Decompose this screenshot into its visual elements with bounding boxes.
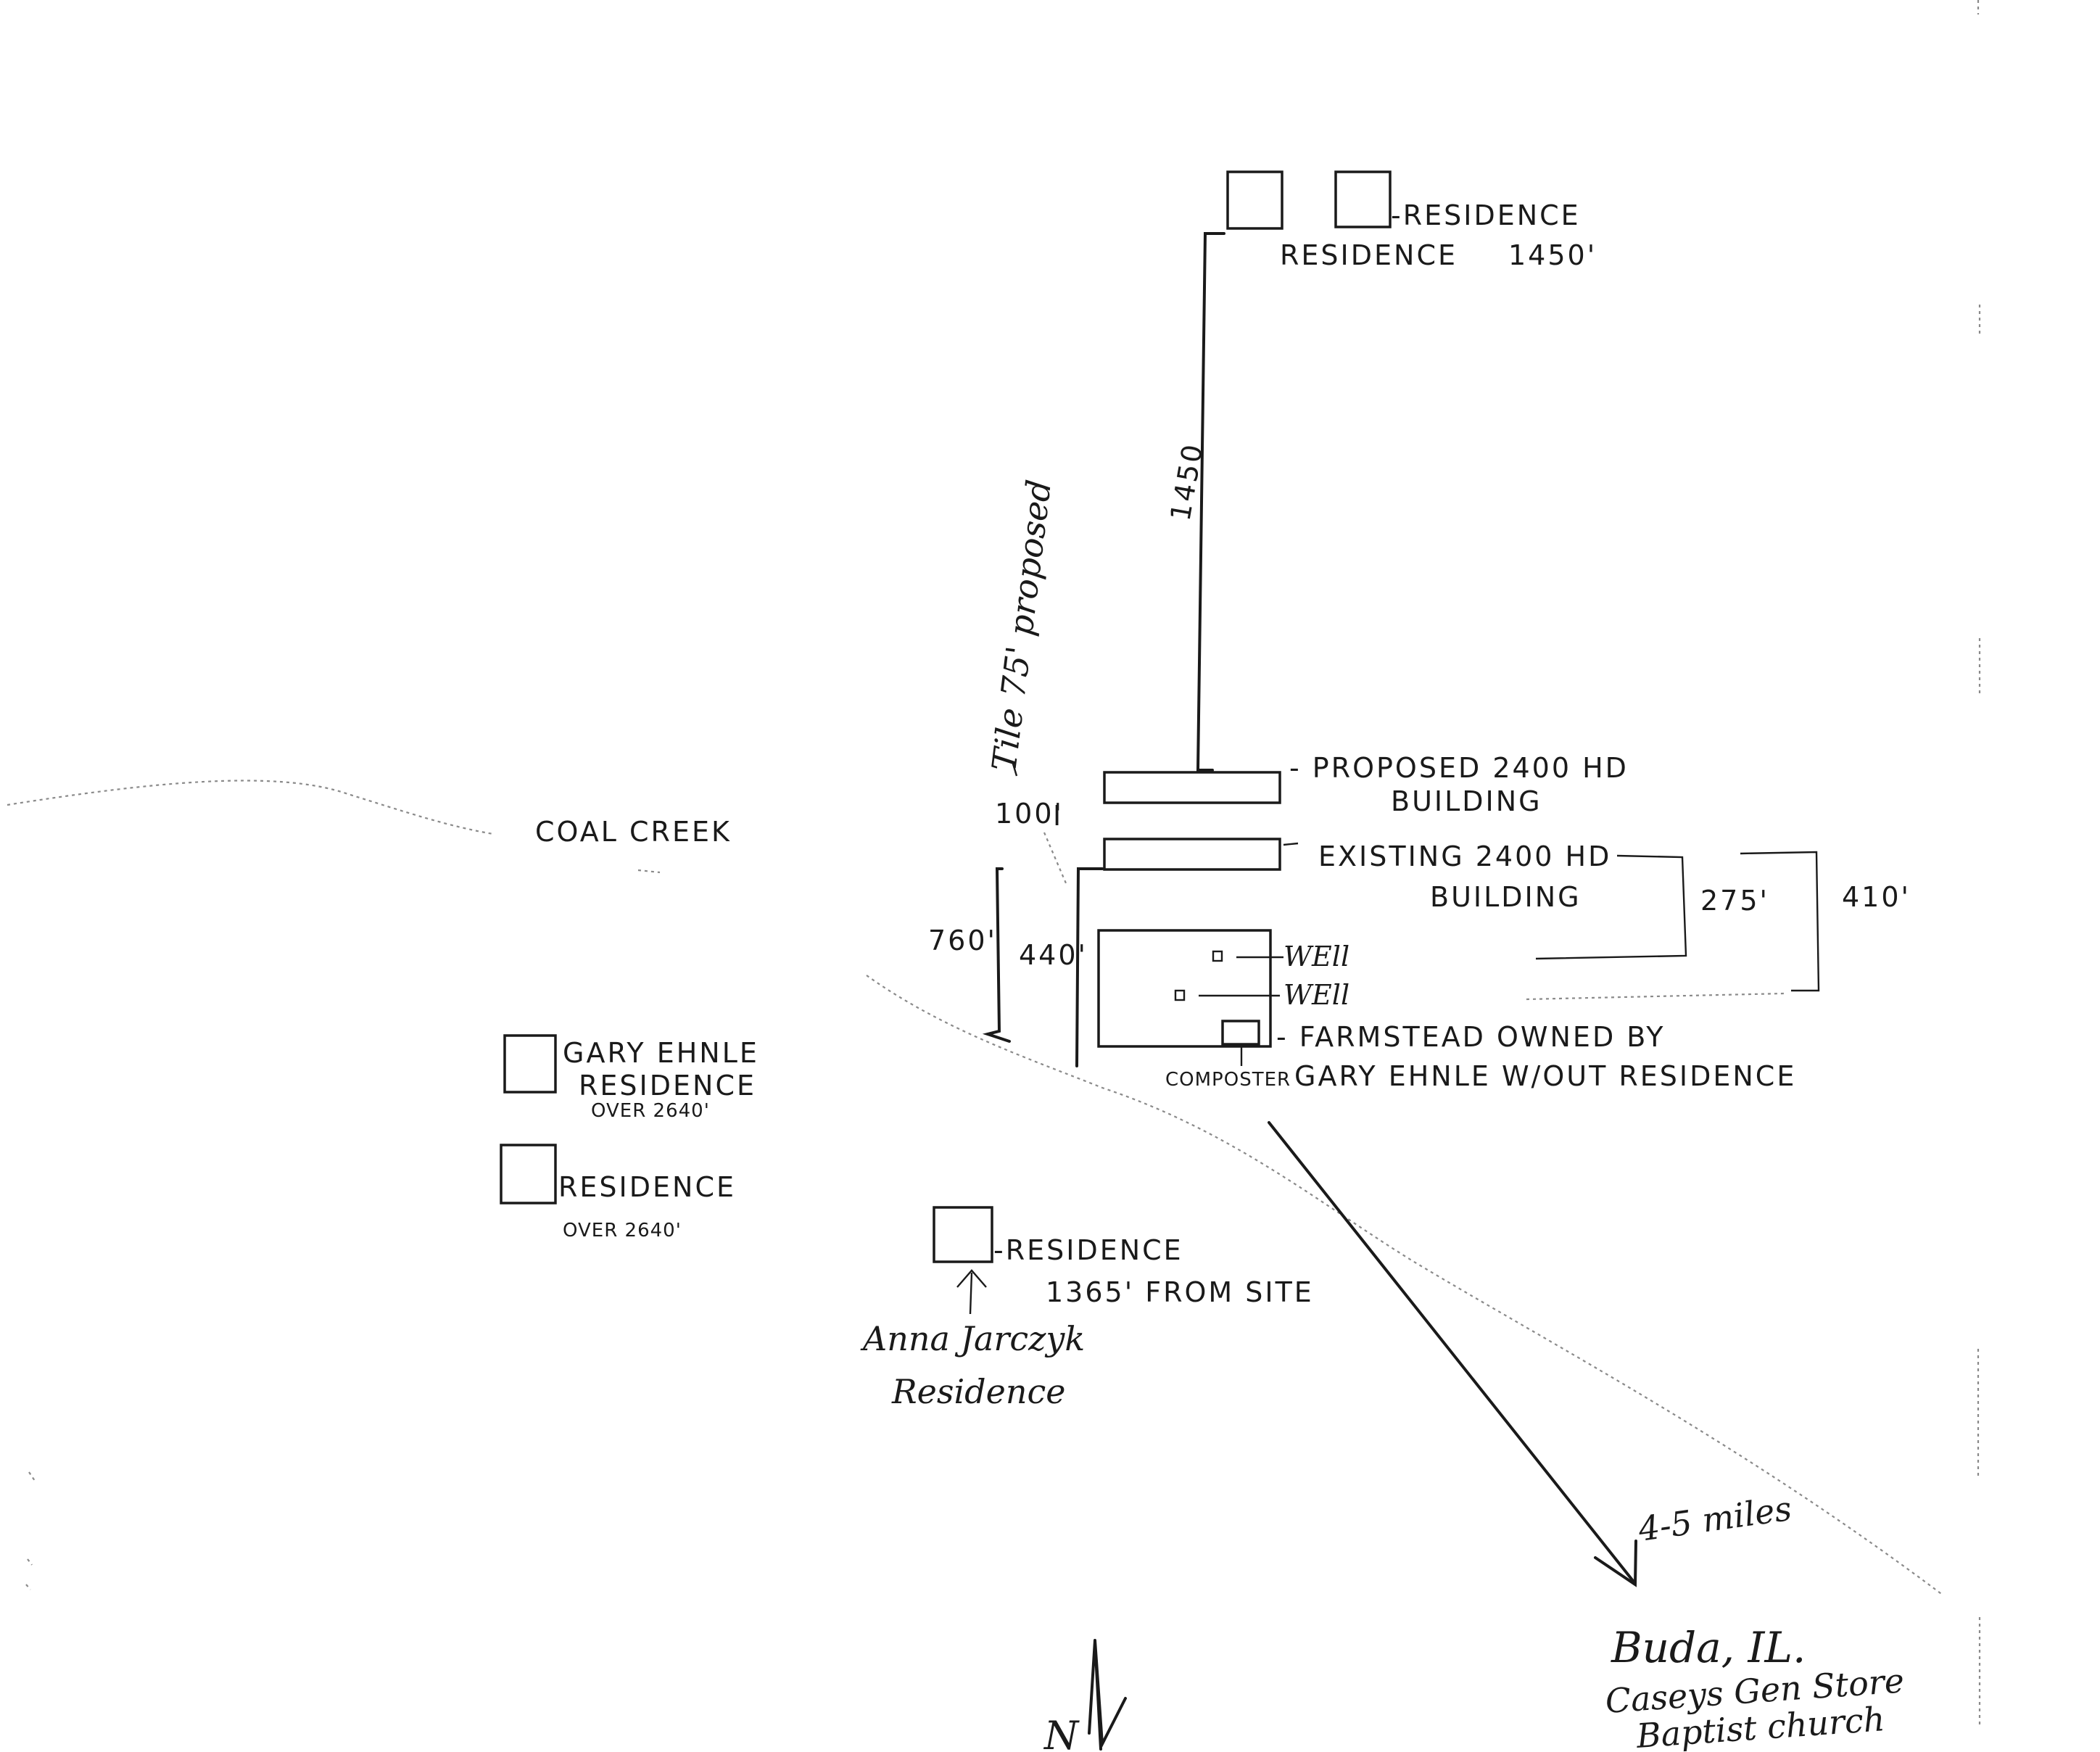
well-2-marker [1174,989,1186,1001]
distance-440: 440' [1019,939,1088,971]
distance-line-1450 [1196,232,1225,772]
distance-100-mark: I [1053,800,1063,832]
farmstead-label-1: - FARMSTEAD OWNED BY [1276,1021,1665,1053]
tile-line [1011,761,1018,777]
residence-left-label-1: RESIDENCE [558,1171,736,1203]
bracket-275 [1535,854,1687,960]
existing-building-label-1: EXISTING 2400 HD [1318,840,1611,872]
distance-100-leader [1043,832,1067,884]
residence-box-left [500,1144,557,1204]
bracket-760 [982,867,1011,1043]
anna-label-1: Anna Jarczyk [860,1319,1085,1358]
well-2-label: WEll [1283,979,1349,1011]
existing-building-tick [1283,842,1299,846]
distance-100: 100' [995,798,1064,830]
residence-top-left-label: RESIDENCE [1280,239,1458,271]
distance-760: 760' [928,925,997,956]
north-arrow-icon [1088,1639,1127,1751]
bracket-410 [1740,851,1820,992]
miles-label: 4-5 miles [1635,1489,1794,1549]
anna-label-2: Residence [891,1372,1065,1411]
distance-410: 410' [1842,881,1911,913]
bracket-440 [1075,867,1104,1067]
gary-residence-box [503,1034,557,1094]
distance-275: 275' [1700,885,1769,917]
arrow-to-buda-head-icon [1594,1540,1637,1587]
tile-proposed-label: Tile 75' proposed [984,477,1059,773]
proposed-building-label-2: BUILDING [1391,785,1542,817]
residence-box-top-left [1226,170,1283,230]
north-label: N [1043,1713,1080,1752]
farmstead-box [1097,929,1272,1048]
buda-label-1: Buda, IL. [1611,1623,1806,1672]
bracket-410-bottom [1526,992,1785,1001]
coal-creek-label: COAL CREEK [535,816,732,848]
residence-box-bottom [933,1206,993,1263]
coal-creek-line [7,780,494,835]
proposed-building-box [1103,771,1281,804]
proposed-building-label-1: - PROPOSED 2400 HD [1289,752,1629,784]
residence-bottom-label-1: -RESIDENCE [993,1234,1183,1266]
residence-box-top-right [1334,170,1392,228]
gary-residence-label-1: GARY EHNLE [563,1037,759,1069]
residence-left-label-2: OVER 2640' [563,1220,682,1241]
existing-building-box [1103,838,1281,871]
farmstead-label-2: GARY EHNLE W/OUT RESIDENCE [1294,1060,1796,1092]
right-edge-marks [1977,0,1981,1726]
gary-residence-label-3: OVER 2640' [591,1100,710,1122]
well-1-marker [1212,950,1223,962]
existing-building-label-2: BUILDING [1430,881,1582,913]
left-edge-marks [25,1471,36,1590]
composter-label: COMPOSTER [1165,1069,1291,1091]
right-creek-line [866,975,1944,1596]
residence-top-right-label: -RESIDENCE [1391,199,1581,231]
residence-bottom-label-2: 1365' FROM SITE [1046,1276,1314,1308]
well-1-label: WEll [1283,941,1349,972]
anna-arrow-icon [956,1269,987,1315]
distance-1450-top: 1450' [1508,239,1597,271]
arrow-to-buda [1268,1121,1634,1582]
creek-dashes [637,869,661,874]
gary-residence-label-2: RESIDENCE [579,1070,756,1102]
composter-box [1221,1020,1260,1046]
